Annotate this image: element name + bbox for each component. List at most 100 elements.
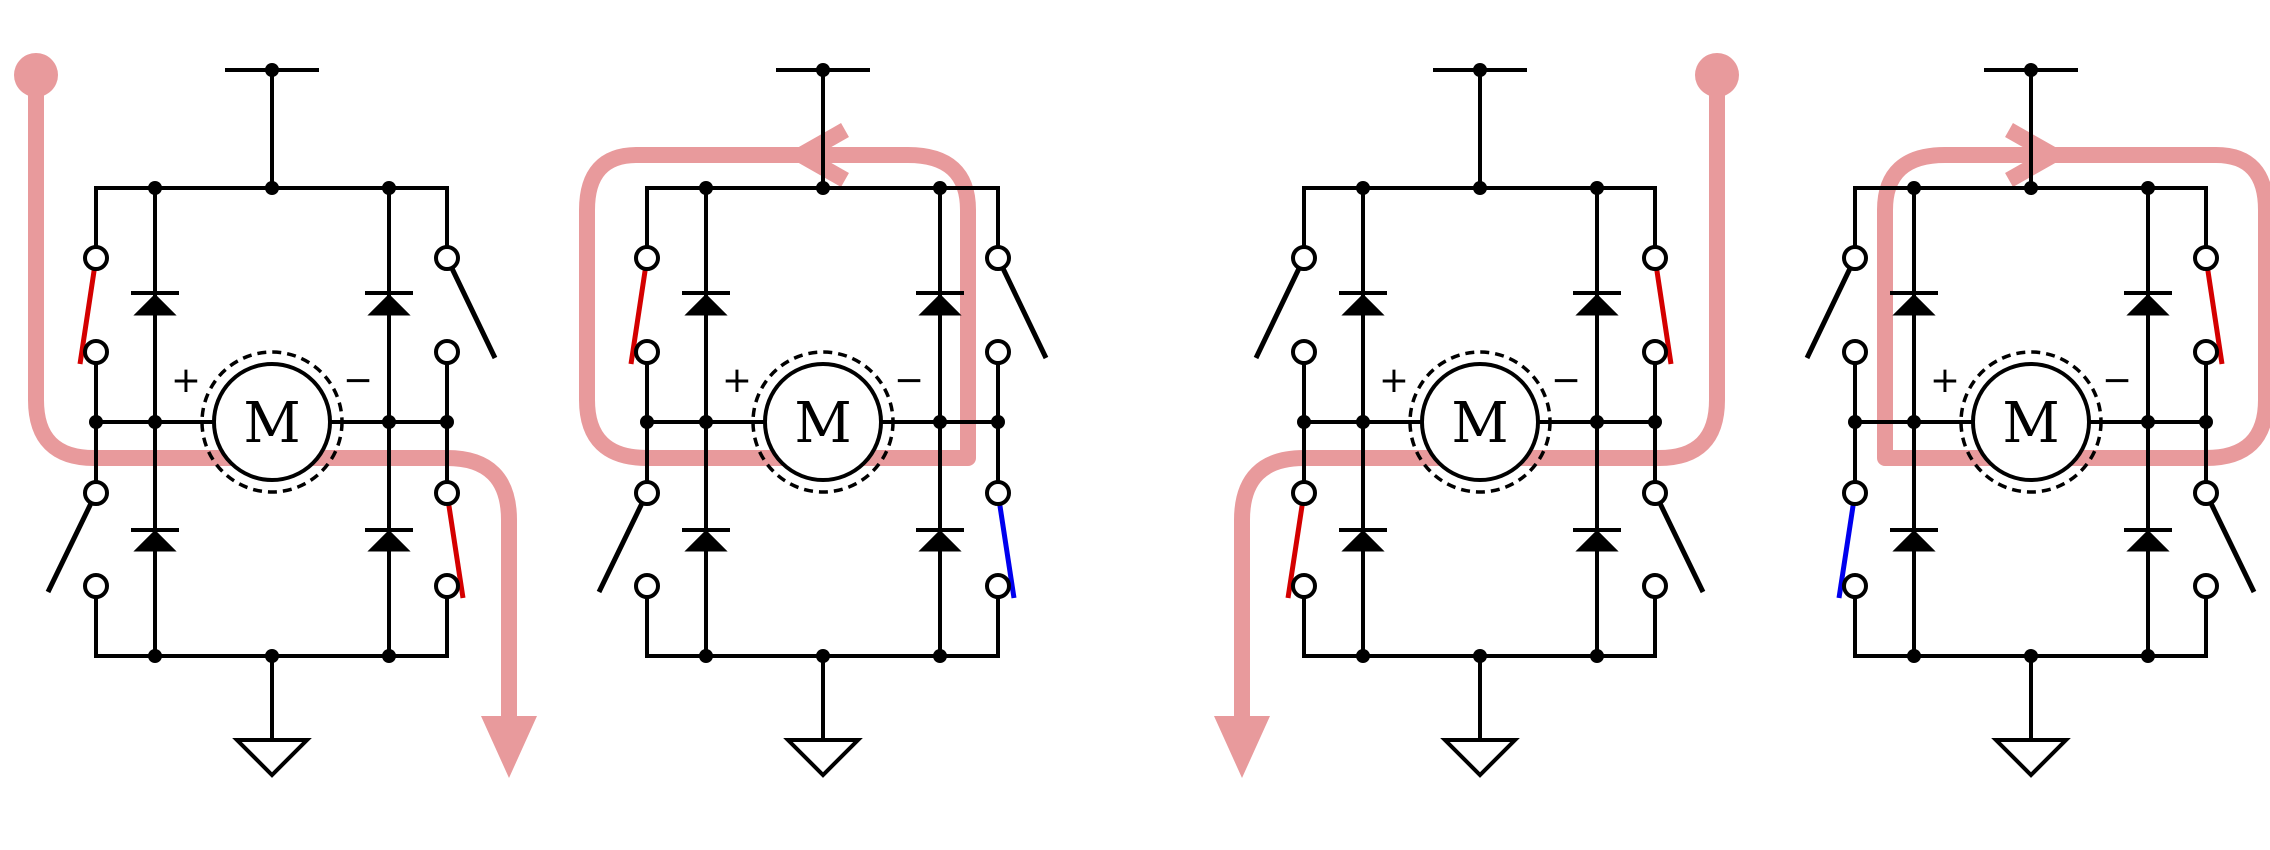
junction-dot: [1590, 181, 1604, 195]
switch-terminal: [434, 480, 460, 506]
junction-dot: [640, 415, 654, 429]
motor-dashed-ring: [1408, 350, 1552, 494]
switch-terminal: [985, 480, 1011, 506]
switch-terminal: [1842, 573, 1868, 599]
motor-minus-label: −: [2102, 360, 2132, 401]
switch-bottom-right-blade: [995, 492, 1017, 599]
switch-bottom-right-blade: [2203, 491, 2257, 594]
motor-plus-label: +: [1379, 360, 1409, 401]
switch-bottom-left-blade: [45, 491, 99, 594]
junction-dot: [440, 415, 454, 429]
junction-dot: [265, 181, 279, 195]
junction-dot: [2141, 415, 2155, 429]
supply-node: [1473, 63, 1487, 77]
ground-symbol: [232, 738, 312, 778]
switch-terminal: [434, 339, 460, 365]
motor-dashed-ring: [1959, 350, 2103, 494]
switch-bottom-left-blade: [1836, 492, 1858, 599]
junction-dot: [2024, 181, 2038, 195]
junction-dot: [1473, 181, 1487, 195]
switch-terminal: [634, 480, 660, 506]
switch-top-left-blade: [77, 257, 99, 365]
switch-terminal: [83, 339, 109, 365]
junction-dot: [2141, 181, 2155, 195]
h-bridge-panel-3: M+−: [1214, 53, 1739, 778]
switch-terminal: [434, 245, 460, 271]
motor-dashed-ring: [751, 350, 895, 494]
junction-dot: [933, 649, 947, 663]
switch-top-right-blade: [1652, 257, 1674, 365]
motor-label: M: [1451, 391, 1508, 456]
motor-label: M: [2002, 391, 2059, 456]
diode-lower-icon: [367, 529, 411, 552]
diode-upper-icon: [2126, 293, 2170, 316]
supply-node: [265, 63, 279, 77]
diode-lower-icon: [1341, 529, 1385, 552]
supply-node: [816, 63, 830, 77]
junction-dot: [816, 649, 830, 663]
junction-dot: [2199, 415, 2213, 429]
switch-terminal: [634, 245, 660, 271]
junction-dot: [2024, 649, 2038, 663]
diode-upper-icon: [133, 293, 177, 316]
switch-terminal: [83, 245, 109, 271]
junction-dot: [1907, 649, 1921, 663]
switch-terminal: [1842, 339, 1868, 365]
junction-dot: [382, 181, 396, 195]
motor-minus-label: −: [894, 360, 924, 401]
ground-symbol: [1991, 738, 2071, 778]
switch-terminal: [2193, 480, 2219, 506]
junction-dot: [1356, 181, 1370, 195]
switch-terminal: [2193, 245, 2219, 271]
junction-dot: [1590, 649, 1604, 663]
junction-dot: [1648, 415, 1662, 429]
diode-upper-icon: [367, 293, 411, 316]
switch-terminal: [1642, 480, 1668, 506]
switch-top-right-blade: [995, 256, 1049, 360]
motor-body: [212, 362, 332, 482]
switch-terminal: [1291, 480, 1317, 506]
motor-minus-label: −: [343, 360, 373, 401]
junction-dot: [1356, 415, 1370, 429]
switch-bottom-right-blade: [444, 492, 466, 599]
motor-dashed-ring: [200, 350, 344, 494]
switch-terminal: [985, 339, 1011, 365]
motor-body: [763, 362, 883, 482]
current-chevron: [793, 123, 849, 187]
motor-body: [1420, 362, 1540, 482]
switch-terminal: [985, 245, 1011, 271]
switch-terminal: [1842, 480, 1868, 506]
switch-terminal: [2193, 339, 2219, 365]
junction-dot: [699, 415, 713, 429]
switch-terminal: [2193, 573, 2219, 599]
current-arrow-down: [1214, 716, 1270, 778]
ground-symbol: [1440, 738, 1520, 778]
junction-dot: [265, 649, 279, 663]
h-bridge-panel-4: M + −: [1804, 63, 2270, 778]
diode-lower-icon: [918, 529, 962, 552]
junction-dot: [1297, 415, 1311, 429]
motor-plus-label: +: [1930, 360, 1960, 401]
switch-terminal: [1291, 339, 1317, 365]
switch-bottom-left-blade: [596, 491, 650, 594]
switch-terminal: [985, 573, 1011, 599]
switch-terminal: [1642, 245, 1668, 271]
diode-upper-icon: [1892, 293, 1936, 316]
switch-terminal: [1291, 245, 1317, 271]
h-bridge-panel-2: M+−: [579, 63, 1049, 778]
switch-terminal: [434, 573, 460, 599]
switch-terminal: [1291, 573, 1317, 599]
switch-terminal: [634, 573, 660, 599]
junction-dot: [148, 415, 162, 429]
current-chevron: [2005, 123, 2061, 187]
ground-symbol: [783, 738, 863, 778]
diode-upper-icon: [1341, 293, 1385, 316]
switch-terminal: [1642, 573, 1668, 599]
junction-dot: [148, 181, 162, 195]
switch-top-left-blade: [1804, 256, 1858, 360]
diode-lower-icon: [1892, 529, 1936, 552]
junction-dot: [1907, 181, 1921, 195]
current-loop: [579, 147, 976, 466]
supply-node: [2024, 63, 2038, 77]
